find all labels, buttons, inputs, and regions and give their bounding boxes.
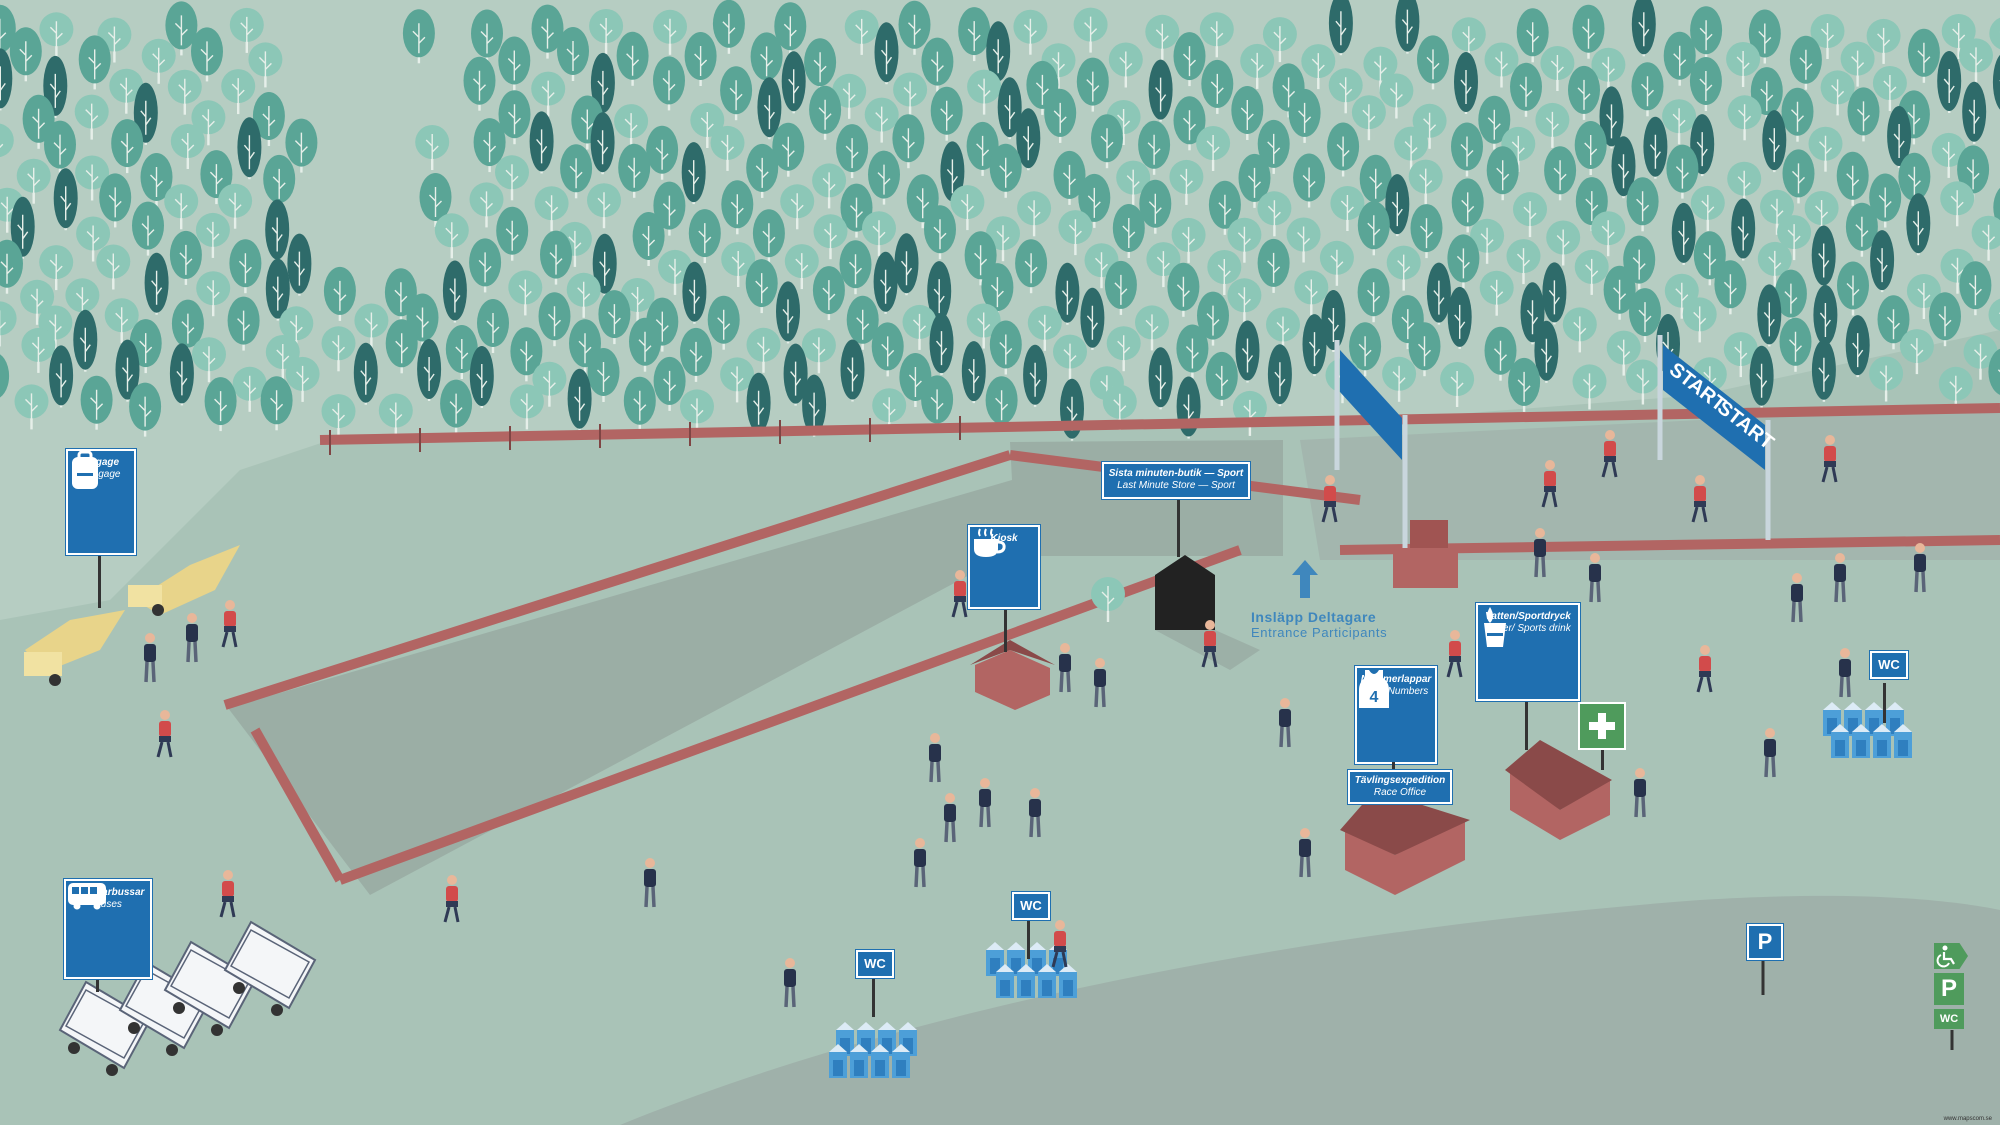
spectator <box>642 856 658 909</box>
spectator <box>977 776 993 829</box>
wc-label-middle: WC <box>1020 898 1042 913</box>
wc-sign-right: WC <box>1870 651 1908 679</box>
start-gate-1 <box>1334 340 1408 555</box>
spectator <box>912 836 928 889</box>
tree <box>1844 314 1871 378</box>
tree <box>1748 345 1775 409</box>
tree <box>1175 375 1202 440</box>
store-label-sv: Sista minuten-butik — Sport <box>1108 468 1244 479</box>
buses-sign: Deltagarbussar Buses <box>64 879 152 979</box>
store-tent <box>1155 555 1215 630</box>
baggage-label-en: Luggage <box>81 469 121 480</box>
spectator <box>1837 646 1853 699</box>
luggage-trucks <box>24 545 240 686</box>
bib-icon-number: 4 <box>1370 689 1379 706</box>
race-office-sign: Tävlingsexpedition Race Office <box>1348 770 1452 804</box>
start-numbers-label-sv: Nummerlappar <box>1360 674 1432 685</box>
water-sign: Vatten/Sportdryck Water/ Sports drink <box>1476 603 1580 701</box>
spectator <box>1297 826 1313 879</box>
runner <box>1446 628 1463 679</box>
start-numbers-sign: 4 Nummerlappar Start Numbers <box>1355 666 1437 764</box>
tree <box>1059 378 1085 442</box>
tree <box>1868 355 1904 403</box>
parking-label: P <box>1757 929 1773 954</box>
runner <box>156 708 173 759</box>
spectator <box>927 731 943 784</box>
kiosk-sign: Kiosk <box>968 525 1040 609</box>
spectator <box>1632 766 1648 819</box>
water-label-en: Water/ Sports drink <box>1485 623 1571 634</box>
spectator <box>1027 786 1043 839</box>
spectator <box>1832 551 1848 604</box>
water-label-sv: Vatten/Sportdryck <box>1485 611 1571 622</box>
spectator <box>1277 696 1293 749</box>
spectator <box>1789 571 1805 624</box>
spectator <box>1532 526 1548 579</box>
spectator <box>1092 656 1108 709</box>
runner <box>443 873 460 924</box>
runner <box>219 868 236 919</box>
spectator <box>142 631 158 684</box>
tree <box>1232 390 1268 437</box>
start-numbers-label-en: Start Numbers <box>1363 686 1429 697</box>
store-label-en: Last Minute Store — Sport <box>1117 480 1235 491</box>
spectator <box>1912 541 1928 594</box>
baggage-sign: Bagage Luggage <box>66 449 136 555</box>
wc-sign-middle: WC <box>1012 892 1050 920</box>
race-office-building <box>1340 790 1470 895</box>
race-office-label-sv: Tävlingsexpedition <box>1354 775 1446 786</box>
entrance-label-sv: Insläpp Deltagare <box>1251 609 1377 625</box>
entrance-label-en: Entrance Participants <box>1251 625 1388 640</box>
tree <box>1811 339 1837 403</box>
fence-posts <box>329 416 961 455</box>
spectator <box>1587 551 1603 604</box>
spectator <box>1057 641 1073 694</box>
spectator <box>1762 726 1778 779</box>
tree <box>1899 328 1935 375</box>
runner <box>1696 643 1713 694</box>
entrance-label: Insläpp Deltagare Entrance Participants <box>1251 609 1387 640</box>
map-credit: www.mapscom.se <box>1943 1116 1992 1122</box>
wc-sign-left: WC <box>856 950 894 978</box>
kiosk-hut <box>970 640 1055 710</box>
entrance-arrow-icon <box>1292 560 1318 598</box>
spectator <box>942 791 958 844</box>
race-office-label-en: Race Office <box>1373 787 1427 798</box>
toilets-left <box>829 1022 917 1078</box>
last-minute-store-sign: Sista minuten-butik — Sport Last Minute … <box>1102 462 1250 499</box>
baggage-label-sv: Bagage <box>82 457 120 468</box>
first-aid-building <box>1505 740 1612 840</box>
wc-label-left: WC <box>864 956 886 971</box>
wc-label-right: WC <box>1878 657 1900 672</box>
first-aid-sign <box>1578 702 1626 750</box>
start-gate-2 <box>1657 335 1771 540</box>
wheelchair-icon <box>1934 943 1968 969</box>
accessible-parking-sign: P WC <box>1934 943 1982 1035</box>
kiosk-label: Kiosk <box>990 533 1018 544</box>
buses-label-en: Buses <box>94 899 122 910</box>
spectator <box>184 611 200 664</box>
spectator <box>782 956 798 1009</box>
parking-sign: P <box>1747 924 1783 960</box>
toilets-right <box>1823 702 1912 758</box>
accessible-wc-label: WC <box>1939 1013 1959 1025</box>
runner <box>221 598 238 649</box>
accessible-parking-label: P <box>1940 975 1957 1002</box>
buses-label-sv: Deltagarbussar <box>71 887 145 898</box>
